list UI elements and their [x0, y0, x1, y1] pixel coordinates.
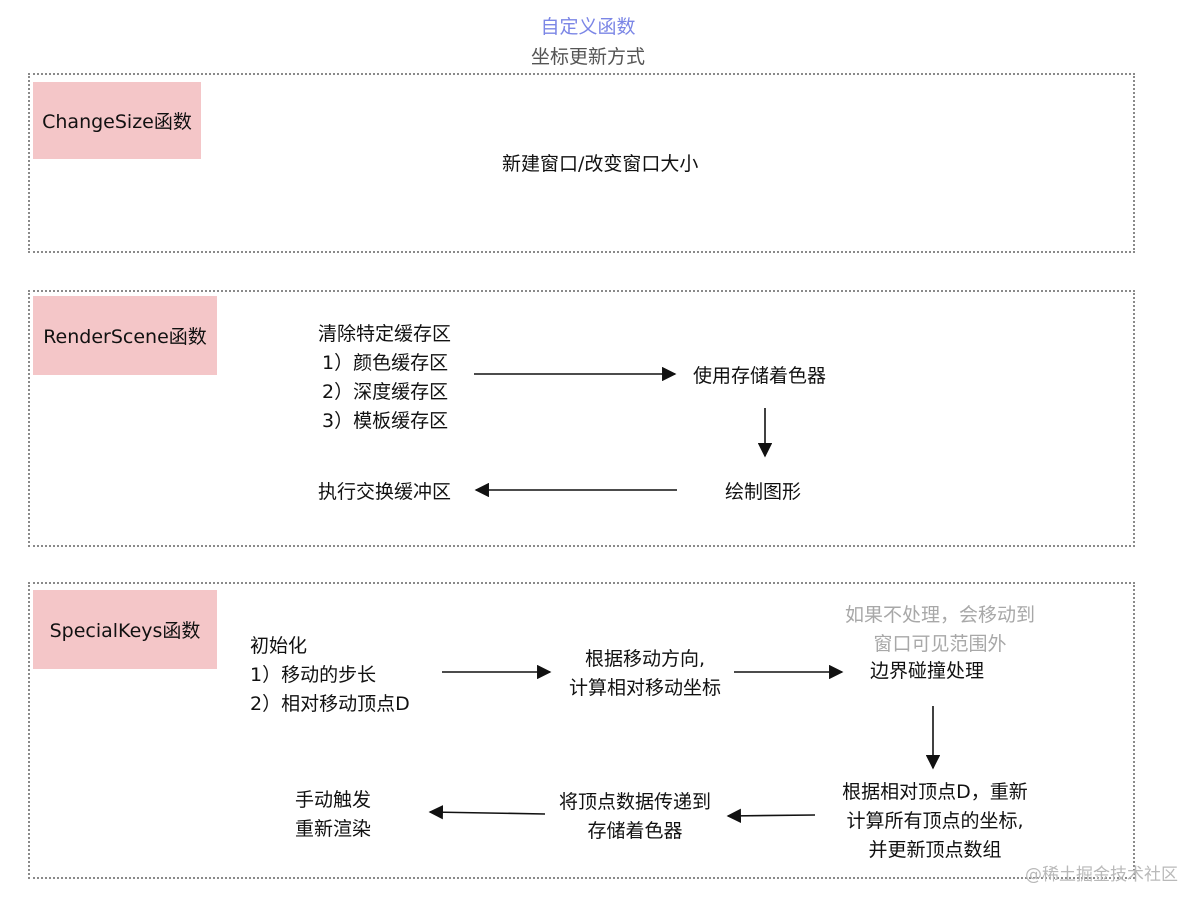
use-shader-node: 使用存储着色器	[693, 365, 827, 387]
trigger-node: 手动触发 重新渲染	[268, 786, 398, 844]
tag-changesize: ChangeSize函数	[33, 82, 201, 159]
clear-buffers-box: 清除特定缓存区 1）颜色缓存区 2）深度缓存区 3）模板缓存区	[318, 320, 451, 436]
panel-renderscene	[28, 290, 1135, 547]
pass-line: 存储着色器	[587, 820, 683, 842]
trigger-line: 手动触发	[294, 789, 371, 811]
boundary-node: 边界碰撞处理	[870, 660, 985, 682]
recalc-node: 根据相对顶点D，重新 计算所有顶点的坐标, 并更新顶点数组	[815, 778, 1055, 865]
draw-node: 绘制图形	[725, 481, 802, 503]
calc-line: 根据移动方向,	[584, 648, 706, 670]
diagram-subtitle: 坐标更新方式	[530, 46, 645, 68]
init-line: 初始化	[250, 635, 308, 657]
clear-line: 2）深度缓存区	[322, 381, 449, 403]
init-line: 1）移动的步长	[250, 664, 377, 686]
watermark: @稀土掘金技术社区	[1025, 865, 1178, 885]
trigger-line: 重新渲染	[294, 818, 371, 840]
recalc-line: 计算所有顶点的坐标,	[846, 810, 1024, 832]
diagram-title: 自定义函数	[540, 16, 636, 38]
changesize-desc: 新建窗口/改变窗口大小	[502, 153, 699, 175]
tag-renderscene: RenderScene函数	[33, 296, 217, 375]
recalc-line: 并更新顶点数组	[868, 839, 1002, 861]
note-line: 如果不处理，会移动到	[844, 604, 1035, 626]
recalc-line: 根据相对顶点D，重新	[842, 781, 1028, 803]
panel-changesize	[28, 73, 1135, 253]
panel-specialkeys	[28, 582, 1135, 879]
pass-node: 将顶点数据传递到 存储着色器	[535, 788, 735, 846]
init-line: 2）相对移动顶点D	[250, 693, 410, 715]
clear-line: 3）模板缓存区	[322, 410, 449, 432]
clear-line: 1）颜色缓存区	[322, 352, 449, 374]
calc-node: 根据移动方向, 计算相对移动坐标	[545, 645, 745, 703]
note-line: 窗口可见范围外	[873, 633, 1007, 655]
swap-node: 执行交换缓冲区	[318, 481, 452, 503]
tag-specialkeys: SpecialKeys函数	[33, 590, 217, 669]
clear-line: 清除特定缓存区	[318, 323, 452, 345]
calc-line: 计算相对移动坐标	[568, 677, 721, 699]
init-box: 初始化 1）移动的步长 2）相对移动顶点D	[250, 632, 410, 719]
note-box: 如果不处理，会移动到 窗口可见范围外	[820, 601, 1060, 659]
pass-line: 将顶点数据传递到	[558, 791, 711, 813]
